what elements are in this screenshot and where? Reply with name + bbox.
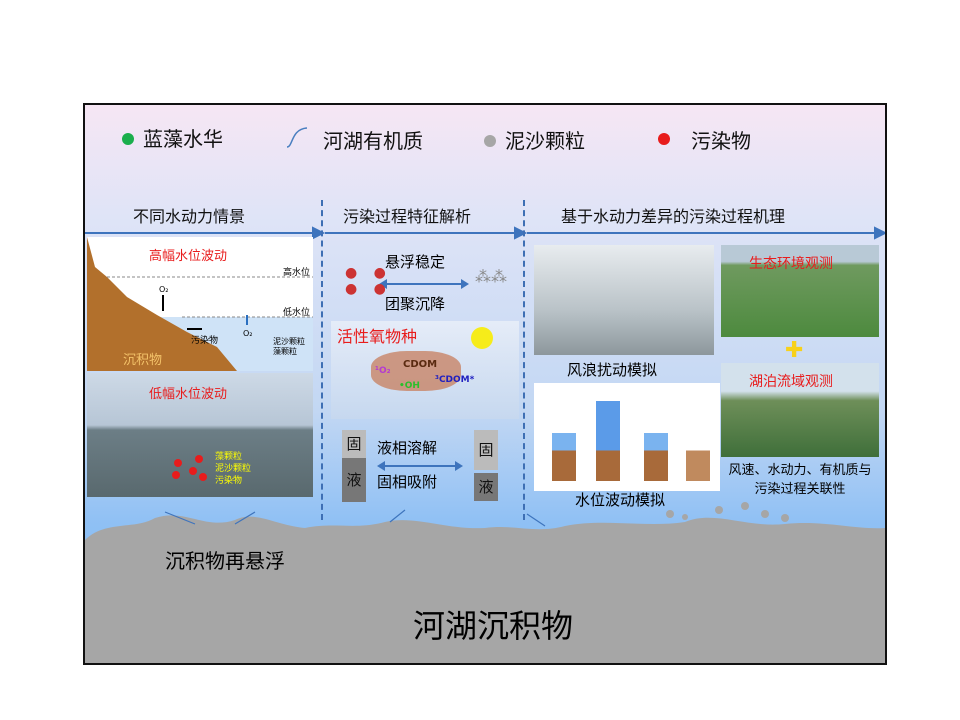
pollutant-dot-icon <box>658 133 670 145</box>
low-water-level-label: 低水位 <box>283 308 311 318</box>
algae-particle-label: 藻颗粒 <box>215 452 243 462</box>
high-fluctuation-illustration: 高幅水位波动 高水位 低水位 O₂ O₂ 污染物 沉积物 泥沙颗粒 藻颗粒 <box>87 237 313 371</box>
cdom-label: CDOM <box>403 359 438 370</box>
wave-simulation-label: 风浪扰动模拟 <box>567 361 658 379</box>
double-arrow <box>379 279 469 289</box>
solid-phase-box: 固 <box>474 430 498 470</box>
liquid-dissolution-label: 液相溶解 <box>377 439 438 457</box>
particles-suspended-icon: ● ●● ● <box>345 265 392 297</box>
section-mechanism: 基于水动力差异的污染过程机理 <box>561 207 786 226</box>
eco-observation-photo: 生态环境观测 <box>721 245 879 337</box>
triplet-cdom-label: ³CDOM* <box>435 375 475 385</box>
correlation-label: 风速、水动力、有机质与污染过程关联性 <box>728 463 872 497</box>
sediment-layer <box>85 502 885 663</box>
water-level-simulation-label: 水位波动模拟 <box>575 491 666 509</box>
water-level-tubes-figure <box>534 383 720 491</box>
particles-aggregated-icon: ⁂⁂ <box>475 267 507 286</box>
divider <box>321 200 323 520</box>
section-pollution-analysis: 污染过程特征解析 <box>343 207 472 226</box>
diagram-frame: 蓝藻水华 河湖有机质 泥沙颗粒 污染物 不同水动力情景 污染过程特征解析 基于水… <box>83 103 887 665</box>
high-fluctuation-title: 高幅水位波动 <box>149 249 228 264</box>
sand-particle-label: 泥沙颗粒 <box>215 464 252 474</box>
algae-bloom-dot-icon <box>122 133 134 145</box>
o2-label: O₂ <box>159 285 169 294</box>
sediment-particle-dot-icon <box>484 135 496 147</box>
double-arrow <box>377 461 463 471</box>
cdom-blob <box>371 351 461 391</box>
flocculation-label: 团聚沉降 <box>385 295 446 313</box>
solid-adsorption-label: 固相吸附 <box>377 473 438 491</box>
liquid-phase-box: 液 <box>474 473 498 501</box>
sun-icon <box>471 327 493 349</box>
lake-basin-photo: 湖泊流域观测 <box>721 363 879 457</box>
plus-icon: ✚ <box>785 338 804 363</box>
pollutant-label: 污染物 <box>191 336 219 346</box>
pollutant-label: 污染物 <box>215 476 243 486</box>
ros-panel: 活性氧物种 CDOM ¹O₂ •OH ³CDOM* <box>331 321 519 419</box>
high-water-level-label: 高水位 <box>283 268 311 278</box>
eco-observation-label: 生态环境观测 <box>749 256 833 272</box>
divider <box>523 200 525 520</box>
flow-arrows <box>85 226 885 240</box>
low-fluctuation-title: 低幅水位波动 <box>149 387 228 402</box>
hydroxyl-label: •OH <box>399 381 420 391</box>
suspension-stable-label: 悬浮稳定 <box>385 253 446 271</box>
particles-label: 泥沙颗粒 藻颗粒 <box>273 337 305 356</box>
legend-sediment: 泥沙颗粒 <box>505 129 585 153</box>
section-hydrodynamic-scenarios: 不同水动力情景 <box>133 207 246 226</box>
legend-organic: 河湖有机质 <box>323 129 423 153</box>
ros-title: 活性氧物种 <box>337 327 418 346</box>
solid-phase-box: 固 <box>342 430 366 458</box>
legend-algae: 蓝藻水华 <box>143 127 223 151</box>
sediment-title: 河湖沉积物 <box>413 607 574 645</box>
liquid-phase-box: 液 <box>342 458 366 502</box>
lake-basin-observation-label: 湖泊流域观测 <box>749 374 833 390</box>
sediment-label: 沉积物 <box>123 353 163 368</box>
organic-matter-curve-icon <box>286 127 308 148</box>
o2-label-water: O₂ <box>243 329 253 338</box>
legend-pollutant: 污染物 <box>691 129 751 153</box>
singlet-oxygen-label: ¹O₂ <box>375 366 391 376</box>
wave-simulation-photo <box>534 245 714 355</box>
lake-photo-low-fluctuation: 低幅水位波动 藻颗粒 泥沙颗粒 污染物 <box>87 373 313 497</box>
resuspension-label: 沉积物再悬浮 <box>165 549 285 573</box>
